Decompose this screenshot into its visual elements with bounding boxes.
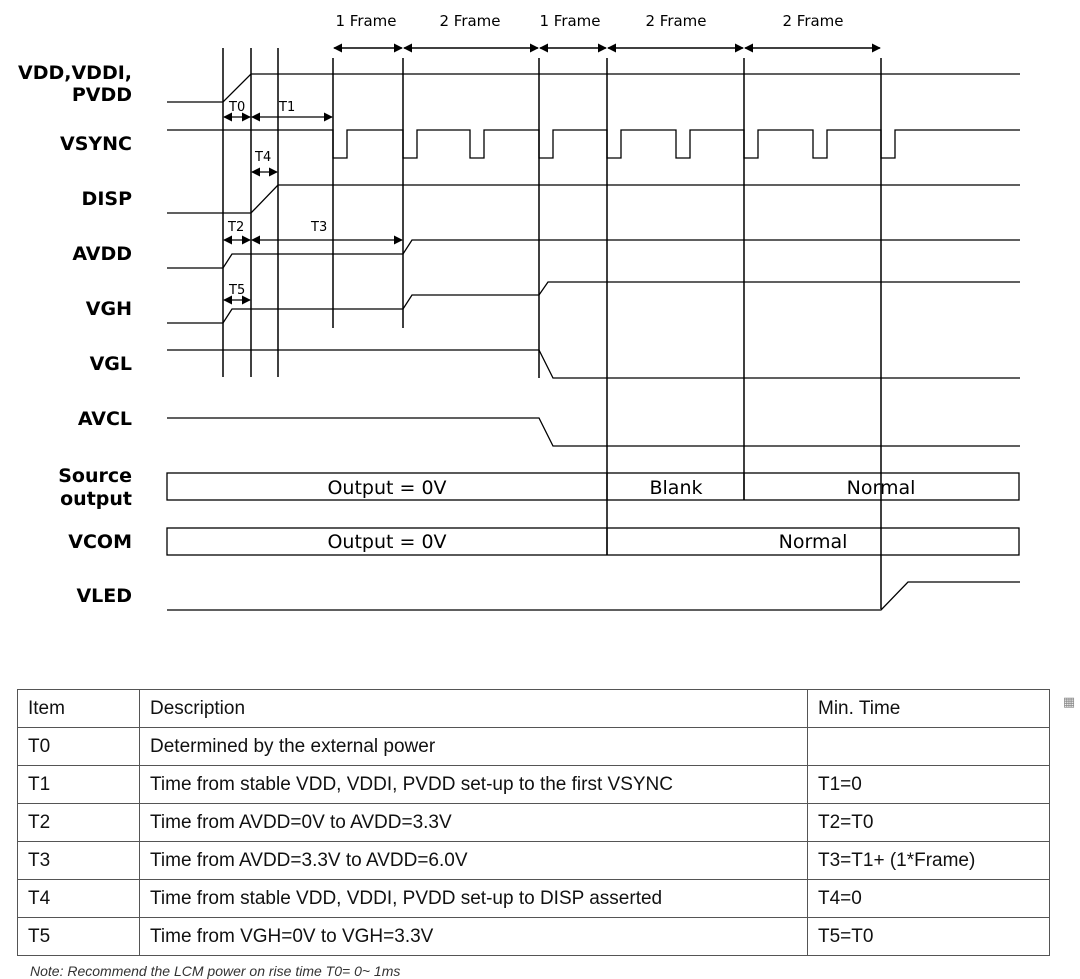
frame-label: 1 Frame [539,12,600,30]
footnote: Note: Recommend the LCM power on rise ti… [30,963,401,979]
signal-label-vsync: VSYNC [60,133,132,155]
signal-label-vcom: VCOM [68,531,132,553]
timing-spec-table: Item Description Min. Time T0 Determined… [17,689,1050,956]
signal-label-avcl: AVCL [78,408,132,430]
waveform-avdd [167,239,1020,269]
table-cell: Time from VGH=0V to VGH=3.3V [139,917,808,956]
waveform-avcl [167,417,1020,447]
timing-label: T5 [228,283,245,298]
table-row: T3 Time from AVDD=3.3V to AVDD=6.0V T3=T… [17,841,1050,880]
table-cell: T2 [17,803,140,842]
table-header-row: Item Description Min. Time [17,689,1050,728]
table-icon[interactable]: ▦ [1062,694,1076,710]
vcom-output-segment: Output = 0V [327,531,446,553]
timing-label: T1 [278,100,295,115]
vcom-output-segment: Normal [779,531,848,553]
table-cell: Time from AVDD=3.3V to AVDD=6.0V [139,841,808,880]
timing-label: T2 [227,220,244,235]
table-cell: T0 [17,727,140,766]
signal-label-source: output [60,488,132,510]
table-cell: Time from AVDD=0V to AVDD=3.3V [139,803,808,842]
source-output-box [166,472,1020,501]
table-cell: T5=T0 [807,917,1050,956]
waveform-vdd [167,73,1020,103]
frame-label: 2 Frame [645,12,706,30]
waveform-vgl [167,349,1020,379]
table-cell: T1 [17,765,140,804]
table-header-cell: Min. Time [807,689,1050,728]
source-output-segment: Normal [847,477,916,499]
table-cell: T3=T1+ (1*Frame) [807,841,1050,880]
waveform-vsync [167,129,1020,159]
frame-label: 2 Frame [782,12,843,30]
table-cell: T1=0 [807,765,1050,804]
timing-label: T4 [254,150,271,165]
source-output-segment: Output = 0V [327,477,446,499]
table-header-cell: Item [17,689,140,728]
timing-label: T3 [310,220,327,235]
frame-label: 1 Frame [335,12,396,30]
timing-intervals [223,112,403,305]
signal-label-vdd: PVDD [72,84,132,106]
timing-label: T0 [228,100,245,115]
table-row: T0 Determined by the external power [17,727,1050,766]
waveforms [167,73,1020,611]
source-output-segment: Blank [649,477,702,499]
table-cell: Time from stable VDD, VDDI, PVDD set-up … [139,879,808,918]
table-cell: T4=0 [807,879,1050,918]
frame-label: 2 Frame [439,12,500,30]
table-row: T2 Time from AVDD=0V to AVDD=3.3V T2=T0 [17,803,1050,842]
signal-label-vgh: VGH [86,298,132,320]
table-header-cell: Description [139,689,808,728]
table-cell [807,727,1050,766]
signal-label-vgl: VGL [90,353,132,375]
table-cell: T4 [17,879,140,918]
table-cell: T3 [17,841,140,880]
table-cell: Time from stable VDD, VDDI, PVDD set-up … [139,765,808,804]
power-on-timing-diagram: 1 Frame 2 Frame 1 Frame 2 Frame 2 Frame … [18,12,1020,611]
signal-labels: VDD,VDDI, PVDD VSYNC DISP AVDD VGH VGL A… [18,62,132,607]
table-row: T4 Time from stable VDD, VDDI, PVDD set-… [17,879,1050,918]
waveform-vgh [167,281,1020,324]
signal-label-vdd: VDD,VDDI, [18,62,132,84]
table-row: T5 Time from VGH=0V to VGH=3.3V T5=T0 [17,917,1050,956]
signal-label-disp: DISP [82,188,133,210]
table-row: T1 Time from stable VDD, VDDI, PVDD set-… [17,765,1050,804]
table-cell: T5 [17,917,140,956]
signal-label-avdd: AVDD [72,243,132,265]
vcom-output-box [166,527,1020,556]
timing-markers [222,48,882,609]
waveform-disp [167,184,1020,214]
waveform-vled [167,581,1020,611]
table-cell: T2=T0 [807,803,1050,842]
table-cell: Determined by the external power [139,727,808,766]
signal-label-vled: VLED [76,585,132,607]
signal-label-source: Source [58,465,132,487]
